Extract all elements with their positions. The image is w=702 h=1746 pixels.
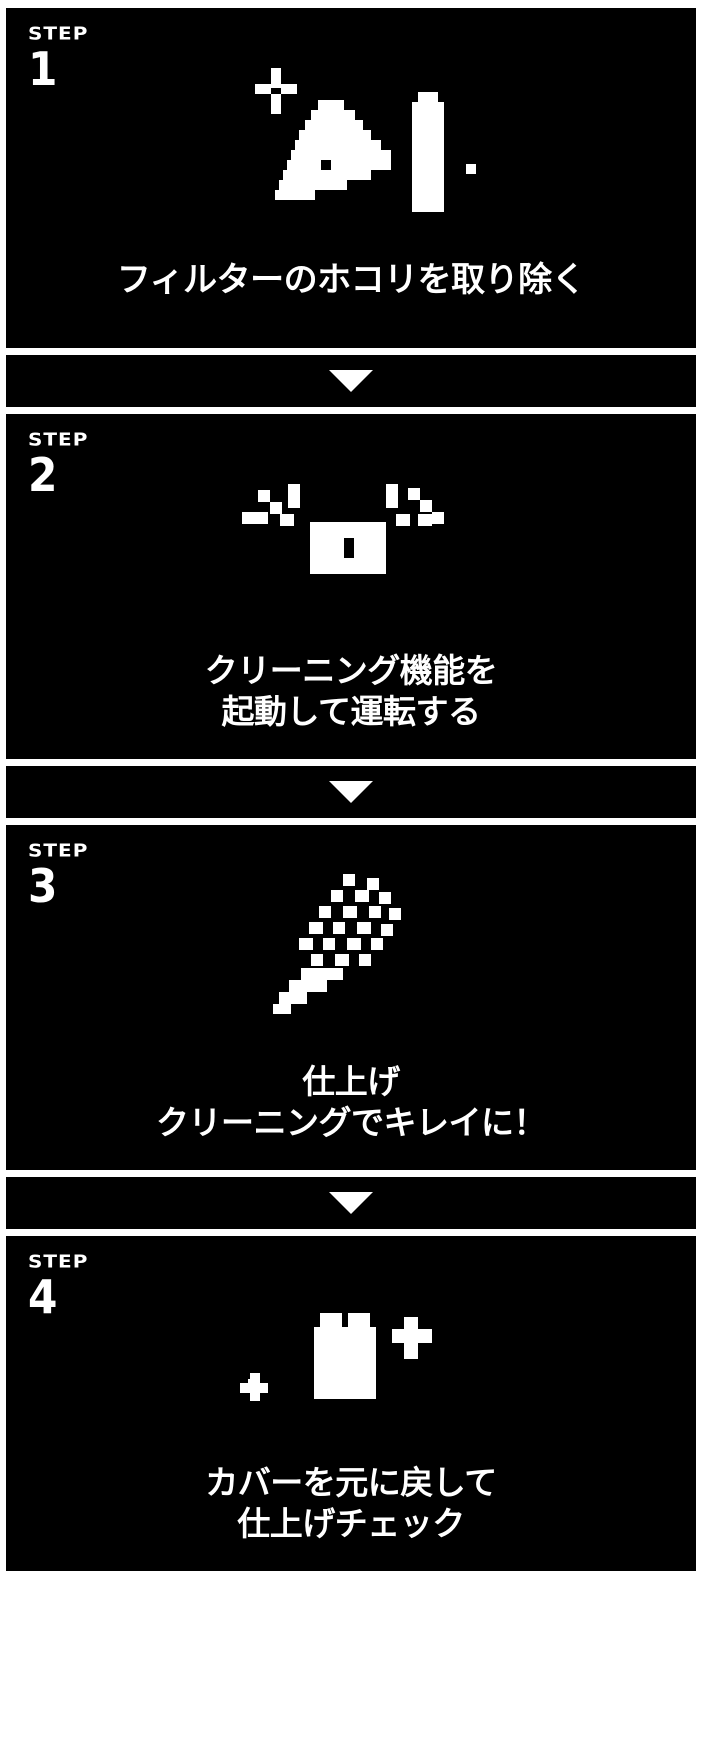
step-illustration-1 (6, 46, 696, 221)
spacer (0, 1170, 702, 1177)
arrow-down-icon (329, 370, 373, 392)
step-illustration-3 (6, 863, 696, 1038)
arrow-down-icon (329, 1192, 373, 1214)
spacer (0, 759, 702, 766)
step-badge-2: STEP 2 (28, 430, 118, 498)
step-number-3: 3 (28, 859, 58, 913)
step-caption-4: カバーを元に戻して 仕上げチェック (205, 1462, 497, 1544)
step-number-1: 1 (28, 42, 58, 96)
arrow-down-icon (329, 781, 373, 803)
spacer (0, 348, 702, 355)
sparkle-burst-icon (273, 874, 401, 1014)
arrow-separator-2 (6, 766, 696, 818)
step-caption-3: 仕上げ クリーニングでキレイに！ (156, 1061, 547, 1143)
step-badge-3: STEP 3 (28, 841, 118, 909)
arrow-separator-1 (6, 355, 696, 407)
unit-panel-sparkle-icon (240, 1312, 432, 1401)
step-label-3: STEP (28, 839, 89, 861)
step-number-4: 4 (28, 1270, 58, 1324)
spray-bottle-sparkle-icon (255, 67, 476, 212)
spacer (0, 407, 702, 414)
step-badge-4: STEP 4 (28, 1252, 118, 1320)
step-panel-1: STEP 1 (6, 8, 696, 348)
step-label-4: STEP (28, 1250, 89, 1272)
step-panel-2: STEP 2 (6, 414, 696, 759)
step-number-2: 2 (28, 448, 58, 502)
step-badge-1: STEP 1 (28, 24, 118, 92)
step-label-2: STEP (28, 428, 89, 450)
step-caption-1: フィルターのホコリを取り除く (116, 260, 586, 301)
step-label-1: STEP (28, 22, 89, 44)
spacer (0, 818, 702, 825)
step-panel-4: STEP 4 カバ (6, 1236, 696, 1571)
vibrating-device-icon (242, 483, 444, 574)
step-panel-3: STEP 3 (6, 825, 696, 1170)
step-illustration-4 (6, 1274, 696, 1449)
step-illustration-2 (6, 452, 696, 627)
step-caption-2: クリーニング機能を 起動して運転する (204, 650, 498, 732)
spacer (0, 1229, 702, 1236)
arrow-separator-3 (6, 1177, 696, 1229)
